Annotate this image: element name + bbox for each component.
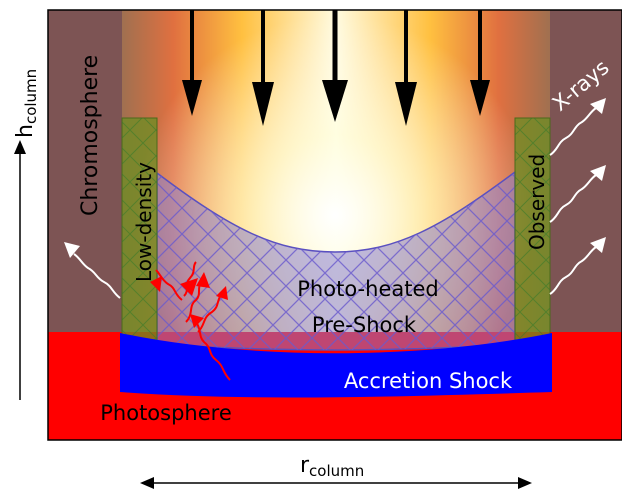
photon-arrowhead [150,276,162,292]
infall-arrow [395,10,417,126]
h-column-axis: hcolumn [13,69,40,400]
xray-arrowhead [590,165,606,181]
infall-arrow [322,10,348,122]
infall-arrow [470,10,490,116]
r-column-label: rcolumn [300,453,364,480]
photon-arrowhead [196,272,210,288]
infall-arrows [182,10,490,126]
h-column-label: hcolumn [13,69,40,138]
xray-arrowhead [590,237,606,253]
photon-arrowhead [216,286,228,300]
preshock-label-line2: Pre-Shock [312,313,417,337]
chromosphere-label: Chromosphere [78,55,103,216]
photon-arrows [150,261,231,381]
photosphere-label: Photosphere [100,401,232,425]
xray-arrows [64,98,606,299]
low-density-label: Low-density [132,162,156,282]
infall-arrow [182,10,202,116]
accretion-shock [120,333,552,398]
accretion-shock-label: Accretion Shock [344,369,513,393]
xray-arrowhead [64,242,80,258]
photon-arrowhead [190,314,204,328]
photon-arrowhead [180,278,198,296]
observed-label: Observed [525,154,549,250]
r-column-axis: rcolumn [140,453,532,489]
xray-arrowhead [590,98,606,114]
infall-arrow [252,10,274,126]
preshock-label-line1: Photo-heated [297,277,438,301]
